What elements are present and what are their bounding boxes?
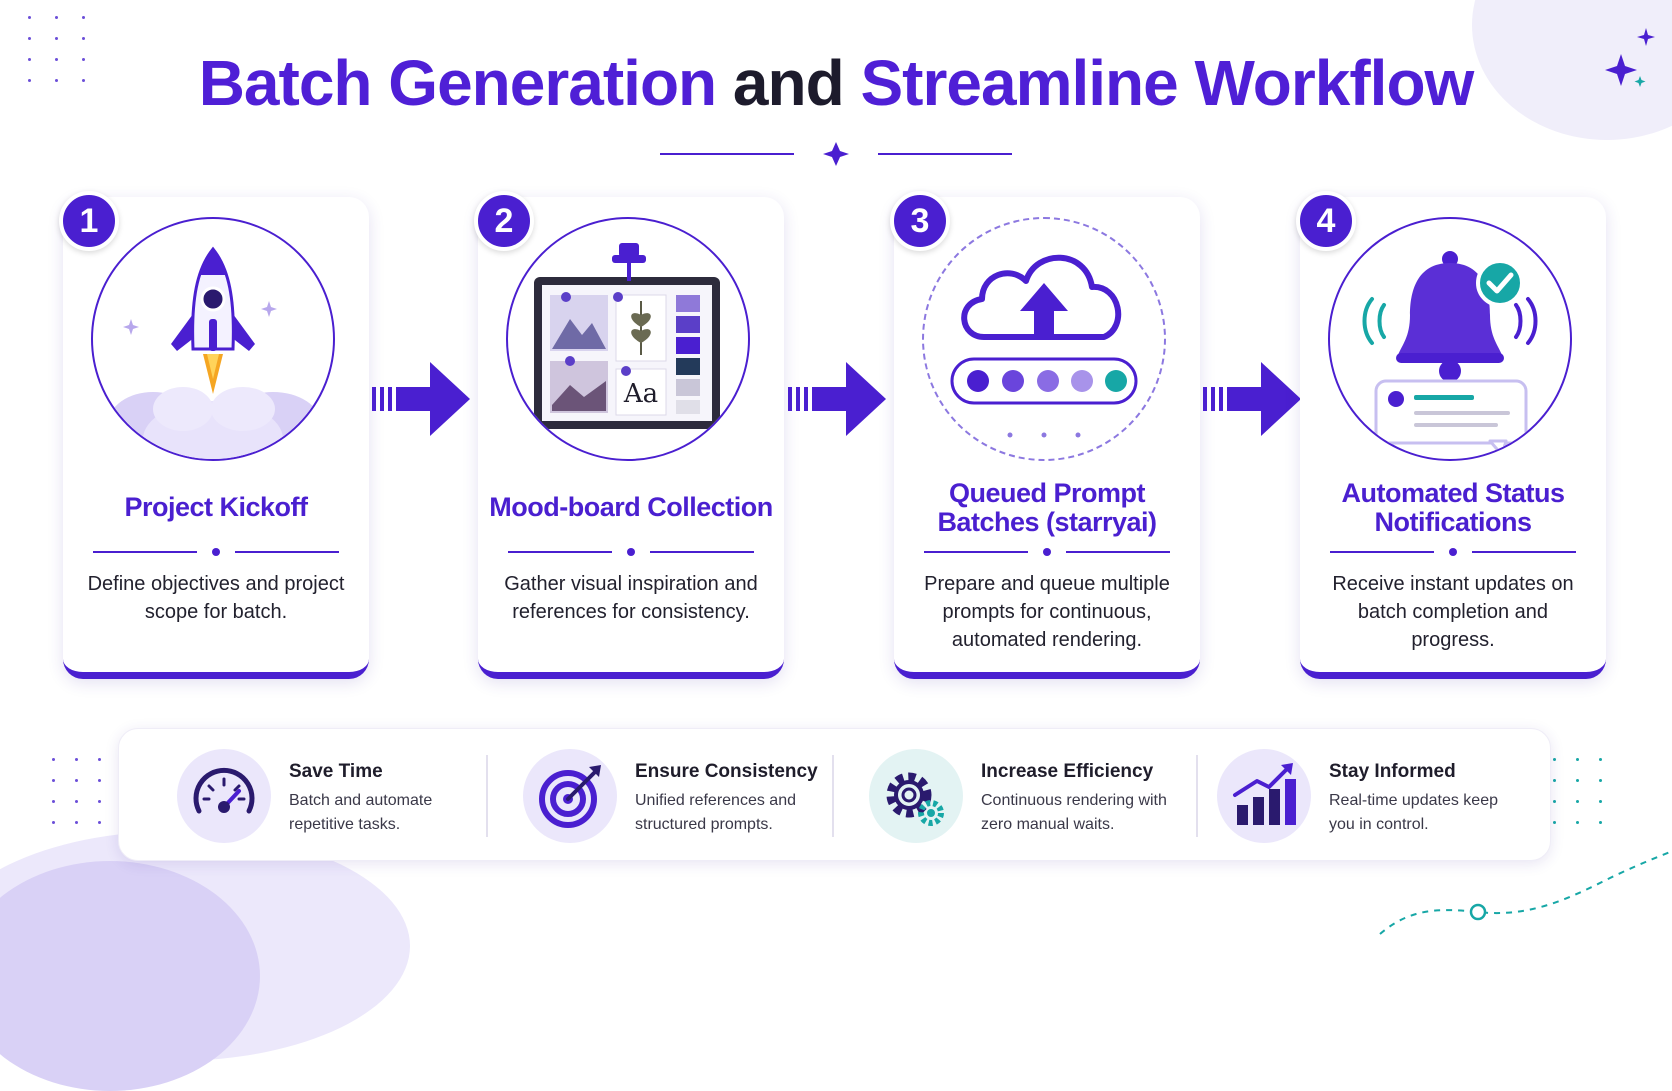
step-description: Define objectives and project scope for … [87, 573, 345, 623]
benefit-title: Ensure Consistency [635, 761, 818, 782]
typography-sample: Aa [623, 379, 658, 409]
benefit-description: Unified references and structured prompt… [635, 792, 796, 833]
benefit-save-time: Save Time Batch and automate repetitive … [119, 729, 479, 862]
step-illustration [91, 217, 335, 461]
bell-icon [1362, 251, 1538, 457]
dot-grid-decoration [1553, 758, 1602, 824]
benefit-title: Increase Efficiency [981, 761, 1154, 782]
benefit-title: Save Time [289, 761, 383, 782]
benefit-title: Stay Informed [1329, 761, 1456, 782]
step-title: Queued Prompt Batches (starryai) [937, 478, 1157, 537]
dashed-path-decoration [1379, 851, 1671, 935]
step-title: Automated Status Notifications [1341, 478, 1565, 537]
target-icon [539, 765, 601, 828]
page-title: Batch Generation and Streamline Workflow [0, 46, 1672, 120]
step-illustration: Aa [506, 217, 750, 461]
step-title: Project Kickoff [124, 492, 308, 522]
step-card-moodboard-collection: Aa 2 Mood-board Collection Gather visual… [474, 191, 784, 679]
step-illustration [1328, 217, 1572, 461]
arrow-right-icon [788, 362, 886, 436]
step-description: Receive instant updates on batch complet… [1332, 573, 1574, 651]
vertical-divider [486, 755, 488, 837]
dot-grid-decoration [28, 16, 85, 82]
title-separator [1330, 548, 1576, 556]
rocket-icon [108, 246, 321, 459]
vertical-divider [832, 755, 834, 837]
title-separator [508, 548, 754, 556]
speedometer-icon [193, 767, 255, 814]
step-number-badge: 1 [59, 191, 119, 251]
benefit-icon-badge [523, 749, 617, 843]
step-number-badge: 3 [890, 191, 950, 251]
benefit-icon-badge [177, 749, 271, 843]
title-divider [660, 142, 1012, 166]
sparkle-icon [1605, 28, 1655, 87]
vertical-divider [1196, 755, 1198, 837]
step-title: Mood-board Collection [489, 492, 773, 522]
step-number-badge: 4 [1296, 191, 1356, 251]
growth-chart-icon [1233, 763, 1296, 825]
benefit-description: Continuous rendering with zero manual wa… [981, 792, 1167, 833]
benefit-increase-efficiency: Increase Efficiency Continuous rendering… [811, 729, 1171, 862]
step-card-automated-status-notifications: 4 Automated Status Notifications Receive… [1296, 191, 1606, 679]
benefit-icon-badge [1217, 749, 1311, 843]
arrow-right-icon [372, 362, 470, 436]
title-part-3: Streamline Workflow [860, 47, 1474, 119]
title-part-1: Batch Generation [198, 47, 717, 119]
benefit-description: Real-time updates keep you in control. [1329, 792, 1498, 833]
step-card-project-kickoff: 1 Project Kickoff Define objectives and … [59, 191, 369, 679]
benefit-ensure-consistency: Ensure Consistency Unified references an… [465, 729, 825, 862]
title-separator [924, 548, 1170, 556]
step-description: Prepare and queue multiple prompts for c… [924, 573, 1170, 651]
dot-grid-decoration [52, 758, 101, 824]
title-separator [93, 548, 339, 556]
benefit-icon-badge [869, 749, 963, 843]
benefit-stay-informed: Stay Informed Real-time updates keep you… [1159, 729, 1539, 862]
moodboard-icon: Aa [534, 243, 720, 429]
step-illustration [922, 217, 1166, 461]
cloud-upload-icon [950, 254, 1138, 438]
arrow-right-icon [1203, 362, 1301, 436]
step-card-queued-prompt-batches: 3 Queued Prompt Batches (starryai) Prepa… [890, 191, 1200, 679]
step-description: Gather visual inspiration and references… [504, 573, 758, 623]
benefit-description: Batch and automate repetitive tasks. [289, 792, 433, 833]
gears-icon [886, 772, 944, 826]
benefits-panel: Save Time Batch and automate repetitive … [118, 728, 1551, 861]
title-part-2: and [732, 47, 845, 119]
step-number-badge: 2 [474, 191, 534, 251]
